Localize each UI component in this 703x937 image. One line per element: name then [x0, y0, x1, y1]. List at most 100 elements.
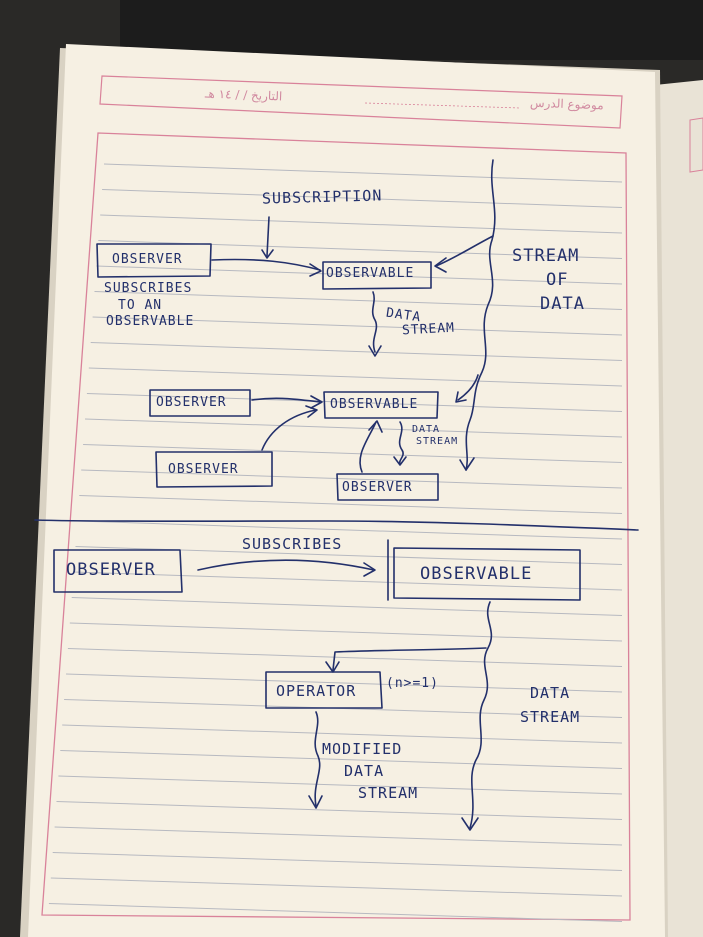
header-dotted-line [364, 102, 521, 109]
stream-branch-2 [457, 374, 479, 401]
observer-label-2a: OBSERVER [156, 395, 227, 410]
observer-label-2c: OBSERVER [342, 480, 413, 495]
keyboard-edge [120, 0, 703, 60]
ruled-line [58, 775, 623, 795]
ruled-line [102, 189, 623, 208]
operator-branch-head [325, 661, 340, 673]
modified-stream-label-3: STREAM [358, 784, 419, 802]
ruled-line [60, 750, 623, 769]
observable-box-2 [323, 391, 439, 419]
ruled-line [92, 316, 623, 336]
right-page-frame [689, 117, 703, 173]
ruled-line [62, 724, 623, 744]
ruled-line [90, 342, 623, 361]
observer-box-2a [149, 389, 251, 417]
operator-branch [332, 647, 487, 671]
section-divider [34, 519, 639, 531]
stream-of-data-2: OF [546, 270, 569, 290]
data-stream-label-1b: STREAM [401, 320, 456, 339]
stream-end-head [459, 457, 475, 471]
ruled-line [83, 444, 623, 463]
subscription-arrowhead [261, 249, 274, 259]
subscription-label: SUBSCRIPTION [261, 186, 383, 208]
ruled-line [84, 418, 623, 438]
subscribes-note-3: OBSERVABLE [106, 314, 195, 329]
modified-stream-label-1: MODIFIED [322, 740, 403, 758]
ruled-line [96, 265, 623, 285]
ruled-line [88, 367, 623, 387]
ruled-line [71, 597, 623, 616]
observer-2b-arrow [261, 409, 317, 451]
data-stream-wave-2 [398, 421, 404, 465]
observer-2c-head [368, 420, 383, 433]
modified-stream-head [308, 795, 323, 809]
ruled-line [103, 163, 623, 183]
ruled-line [69, 622, 623, 642]
data-stream-wave-1 [371, 291, 378, 353]
data-stream-head-1 [368, 345, 382, 357]
modified-stream-wave [314, 711, 321, 807]
ruled-line [77, 520, 623, 540]
modified-stream-label-2: DATA [344, 762, 385, 780]
operator-note: (n>=1) [386, 676, 439, 691]
subscribes-note-2: TO AN [118, 298, 163, 313]
observable-label-3: OBSERVABLE [420, 564, 533, 584]
stream-of-data-1: STREAM [512, 246, 580, 266]
observable-label-1: OBSERVABLE [326, 266, 415, 281]
ruled-line [54, 826, 623, 846]
ruled-line [56, 801, 623, 820]
ruled-line [100, 214, 623, 234]
observable-label-2: OBSERVABLE [330, 397, 419, 412]
ruled-line [52, 852, 623, 871]
subscribes-label-3: SUBSCRIBES [242, 535, 343, 553]
stream-branch-2-head [455, 391, 467, 403]
observer-label-2b: OBSERVER [168, 462, 239, 477]
data-stream-label-2a: DATA [412, 424, 441, 435]
operator-label: OPERATOR [276, 682, 357, 700]
ruled-line [81, 469, 623, 489]
subscribes-arrow [197, 559, 375, 571]
ruled-line [79, 495, 623, 514]
stream-branch-1 [435, 235, 494, 267]
stream-of-data-3: DATA [540, 294, 585, 314]
data-stream-head-2 [393, 456, 407, 466]
observer-box-2b [155, 451, 273, 488]
margin-frame [41, 132, 631, 921]
subscribes-arrowhead [363, 562, 376, 577]
subscription-arrow [266, 216, 270, 257]
observer-label-3: OBSERVER [66, 560, 156, 580]
ruled-line [73, 571, 623, 591]
observer-2c-arrow [359, 421, 377, 473]
data-stream-label-2b: STREAM [416, 436, 459, 447]
ruled-line [48, 903, 623, 922]
observer-2a-head [310, 395, 323, 409]
header-band [99, 75, 623, 129]
observer-2a-arrow [251, 397, 322, 403]
ruled-line [67, 648, 623, 667]
observer-box-2c [336, 473, 439, 501]
ruled-line [50, 877, 623, 897]
data-stream-label-3a: DATA [530, 684, 571, 702]
stream-wavy-line [465, 159, 496, 471]
observer-box-3 [53, 549, 183, 593]
observable-stream-head [461, 817, 479, 831]
observable-box-3 [393, 547, 581, 601]
data-stream-label-3b: STREAM [520, 708, 581, 726]
observer-to-observable-arrow [211, 258, 321, 271]
observable-box-1 [322, 261, 432, 290]
observer-arrowhead [309, 263, 322, 277]
ruled-lines [48, 163, 623, 922]
stream-branch-1-head [434, 257, 447, 273]
ruled-line [94, 291, 623, 310]
right-page [655, 80, 703, 937]
observer-box-1 [96, 243, 212, 278]
observer-label-1: OBSERVER [112, 252, 183, 267]
ruled-line [86, 393, 623, 412]
subscribes-note-1: SUBSCRIBES [104, 281, 193, 296]
observable-stream-wave [469, 601, 493, 829]
observer-2b-head [305, 405, 318, 418]
ruled-line [65, 673, 623, 693]
